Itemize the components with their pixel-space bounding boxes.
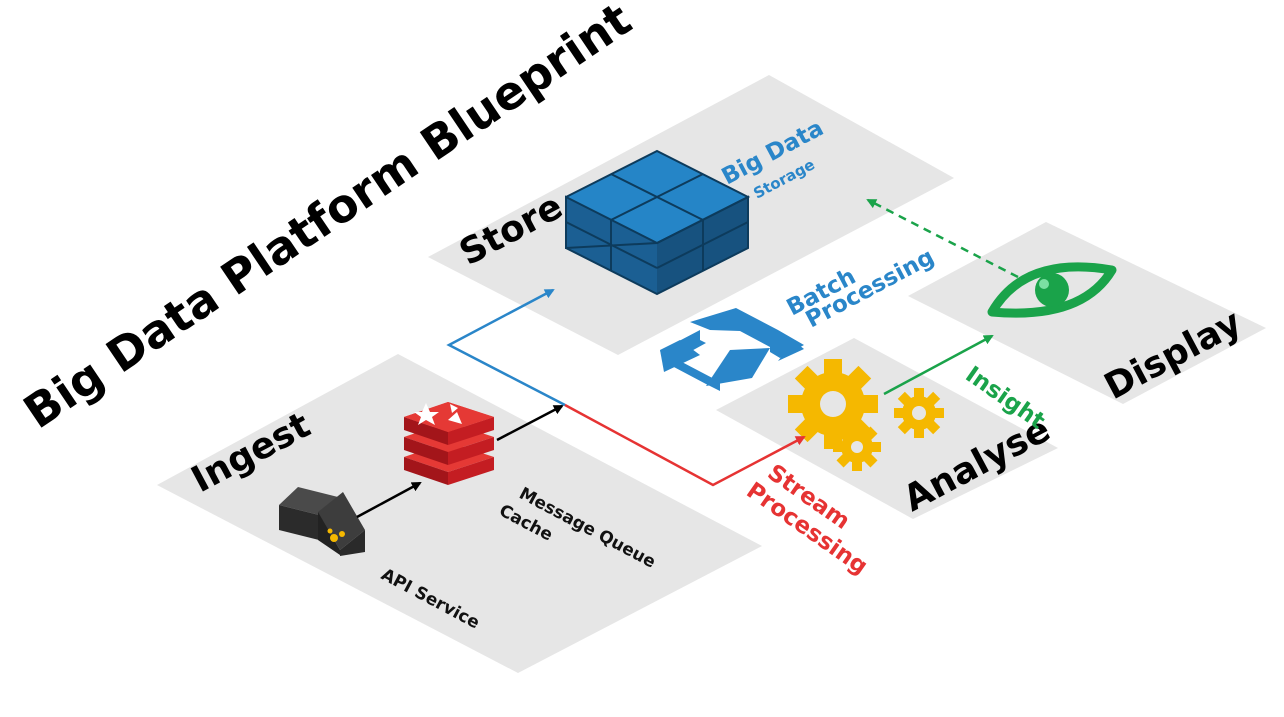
eye-icon: [987, 262, 1117, 318]
message-queue-icon: [404, 402, 494, 485]
insight-to-storage-dashed-arrow: [866, 198, 1019, 279]
stream-flow-arrow: [564, 403, 806, 487]
insight-flow-arrow: [883, 334, 994, 396]
zone-ingest-plate: [157, 354, 762, 673]
batch-flow-arrow: [446, 288, 566, 407]
api-server-icon: [279, 487, 365, 556]
queue-to-split-arrow: [496, 404, 564, 442]
storage-cube-icon: [565, 149, 751, 296]
api-to-queue-arrow: [356, 481, 422, 519]
batch-sync-icon: [660, 308, 804, 391]
zone-display-plate: [908, 222, 1266, 404]
